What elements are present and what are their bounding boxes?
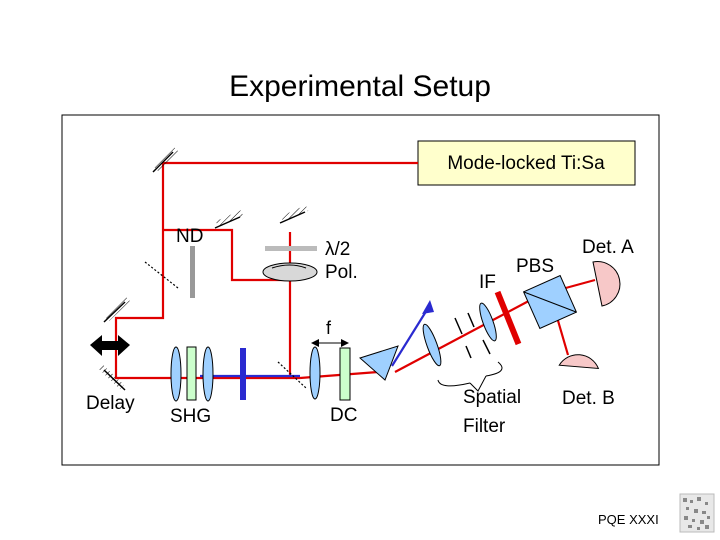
detector-b xyxy=(558,354,600,370)
detector-a xyxy=(592,261,621,307)
nd-filter xyxy=(190,246,195,298)
focal-arrow-right xyxy=(341,339,349,347)
label-det-b: Det. B xyxy=(562,388,615,409)
label-shg: SHG xyxy=(170,406,211,427)
mirror-delay-top xyxy=(103,296,131,323)
pinhole xyxy=(454,312,491,359)
spatial-lens-2 xyxy=(479,302,497,342)
footer-logo xyxy=(679,493,715,533)
label-filter: Filter xyxy=(463,416,506,437)
shg-lens-1 xyxy=(170,346,182,402)
shg-lens-2 xyxy=(202,346,214,402)
if-filter xyxy=(494,290,522,346)
diagram-frame xyxy=(61,114,660,466)
label-delay: Delay xyxy=(86,393,135,414)
label-dc: DC xyxy=(330,405,357,426)
focal-arrow-left xyxy=(311,339,319,347)
beam-splitter-left xyxy=(144,261,179,289)
dc-crystal xyxy=(339,347,351,401)
mirror-nd xyxy=(214,210,244,229)
blue-arrow-head xyxy=(422,300,434,314)
label-f: f xyxy=(326,318,332,338)
label-pbs: PBS xyxy=(516,256,554,277)
mirror-delay-bottom xyxy=(98,364,126,391)
blue-filter xyxy=(240,348,246,400)
spatial-filter-brace xyxy=(437,361,503,392)
pbs-cube xyxy=(522,274,578,330)
prism xyxy=(359,345,399,381)
lens-f xyxy=(309,346,321,400)
slide-title: Experimental Setup xyxy=(229,70,491,103)
mirror-halfwave-top xyxy=(279,205,309,224)
label-nd: ND xyxy=(176,226,203,247)
label-halfwave: λ/2 xyxy=(325,239,350,260)
blue-beam xyxy=(200,304,431,378)
footer-text: PQE XXXI xyxy=(598,512,659,527)
label-pol: Pol. xyxy=(325,262,358,283)
spatial-lens-1 xyxy=(422,323,442,367)
label-if: IF xyxy=(479,272,496,293)
label-det-a: Det. A xyxy=(582,237,634,258)
polarizer xyxy=(262,262,318,282)
laser-label: Mode-locked Ti:Sa xyxy=(447,153,605,174)
laser-box xyxy=(417,140,636,186)
mirror-top-left xyxy=(152,146,179,173)
delay-arrow xyxy=(90,335,130,356)
halfwave-plate xyxy=(265,246,317,251)
label-spatial: Spatial xyxy=(463,387,521,408)
polarizer-arrow xyxy=(271,264,307,269)
shg-crystal xyxy=(186,346,197,401)
